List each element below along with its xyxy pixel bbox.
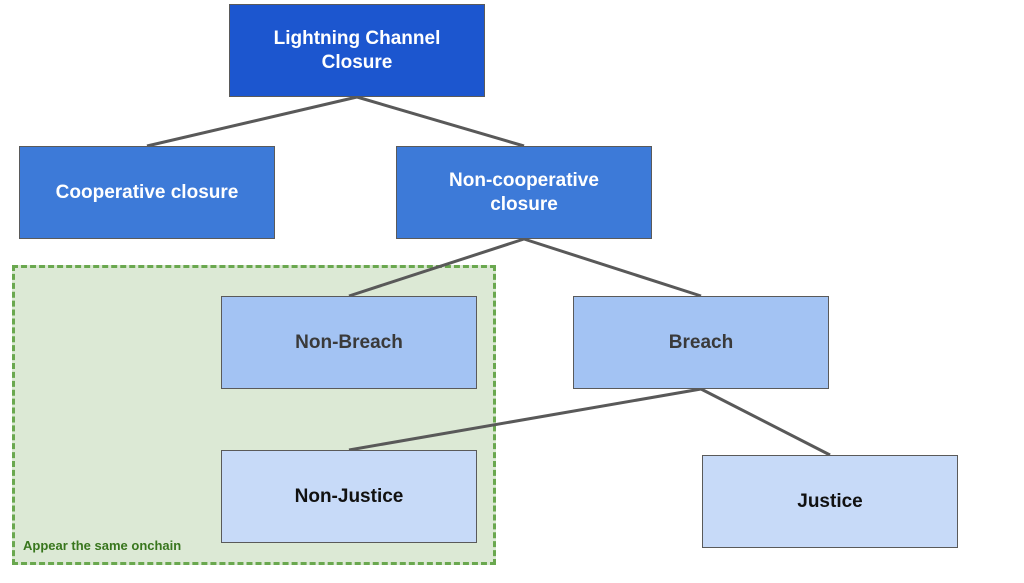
node-label: Cooperative closure (55, 181, 239, 203)
edge-root-noncooperative (356, 95, 525, 148)
edge-breach-justice (700, 387, 831, 457)
edge-root-cooperative (146, 95, 358, 148)
node-label: Non-cooperative closure (449, 169, 599, 215)
node-non-breach: Non-Breach (221, 296, 477, 389)
node-justice: Justice (702, 455, 958, 548)
node-label: Justice (797, 490, 863, 512)
node-label: Non-Justice (294, 485, 404, 507)
edge-noncooperative-breach (523, 237, 702, 298)
node-label: Non-Breach (295, 331, 403, 353)
node-non-cooperative-closure: Non-cooperative closure (396, 146, 652, 239)
node-non-justice: Non-Justice (221, 450, 477, 543)
node-label: Lightning Channel Closure (273, 27, 441, 73)
node-cooperative-closure: Cooperative closure (19, 146, 275, 239)
node-label: Breach (668, 331, 734, 353)
node-lightning-channel-closure: Lightning Channel Closure (229, 4, 485, 97)
onchain-group-label: Appear the same onchain (23, 538, 182, 553)
node-breach: Breach (573, 296, 829, 389)
